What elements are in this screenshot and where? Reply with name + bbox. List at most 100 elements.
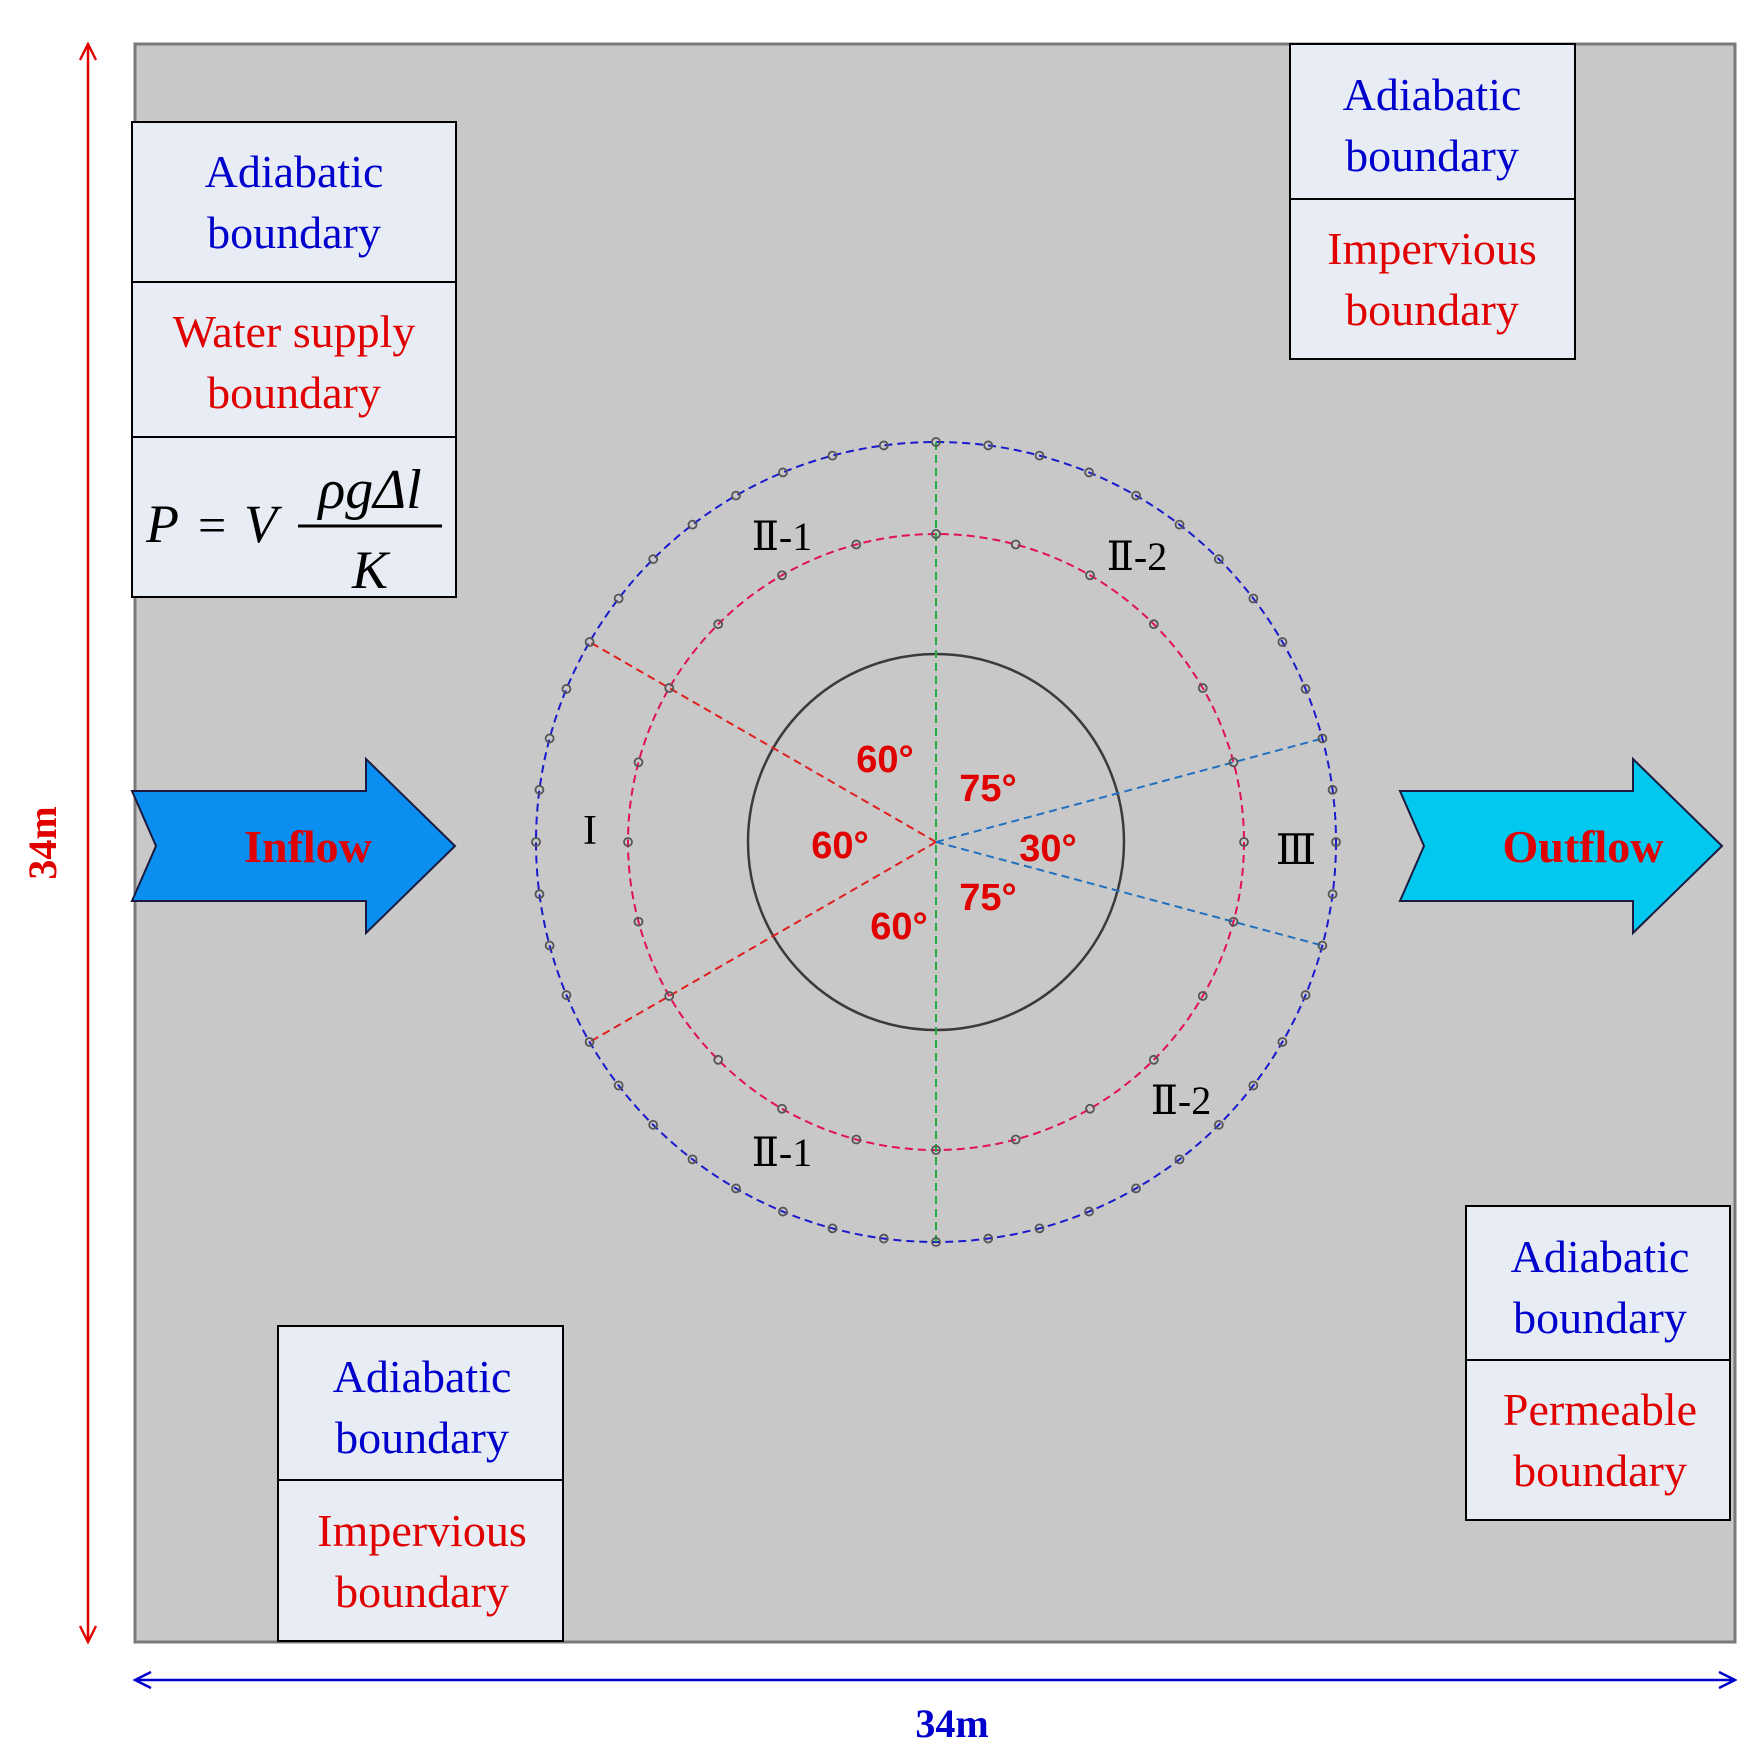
monitoring-point [1084, 1206, 1094, 1217]
adiabatic-label: Adiabatic [205, 146, 384, 197]
monitoring-point [1248, 593, 1259, 604]
angle-label-left: 60° [811, 825, 868, 867]
monitoring-point [878, 1233, 889, 1244]
formula-denominator: K [351, 540, 391, 600]
monitoring-point [713, 619, 724, 630]
monitoring-point [1277, 1037, 1288, 1047]
zone-label-III: Ⅲ [1276, 828, 1317, 874]
monitoring-point [1327, 889, 1338, 900]
monitoring-point [633, 916, 644, 927]
monitoring-point [827, 450, 838, 461]
formula-lhs: P [145, 494, 179, 554]
monitoring-point [1131, 1183, 1141, 1194]
monitoring-point [531, 837, 541, 847]
monitoring-point [713, 1054, 724, 1065]
monitoring-point [584, 1037, 595, 1047]
monitoring-point [648, 1119, 659, 1130]
outflow-arrow: Outflow [1398, 756, 1724, 936]
water-supply-label: Water supply [173, 306, 416, 357]
monitoring-point [1197, 991, 1208, 1001]
zone-III-boundary-upper [935, 737, 1323, 843]
monitoring-point [1010, 1134, 1021, 1145]
monitoring-point [1174, 1154, 1185, 1165]
impervious-label: Impervious [1327, 223, 1537, 274]
monitoring-point [983, 1233, 994, 1244]
monitoring-point [1228, 757, 1239, 768]
monitoring-point [1034, 450, 1045, 461]
adiabatic-label: boundary [1345, 130, 1519, 181]
monitoring-point [827, 1223, 838, 1234]
monitoring-point [561, 990, 572, 1000]
monitoring-point [1148, 1054, 1159, 1065]
formula-equals: = [198, 497, 226, 553]
monitoring-point [1317, 940, 1328, 951]
monitoring-point [1034, 1223, 1045, 1234]
monitoring-point [1239, 837, 1249, 847]
zone-I-boundary-upper [589, 641, 937, 843]
monitoring-point [1331, 837, 1341, 847]
monitoring-point [544, 733, 555, 744]
adiabatic-label: Adiabatic [333, 1351, 512, 1402]
monitoring-point [1010, 539, 1021, 550]
monitoring-point [544, 940, 555, 951]
impervious-label: Impervious [317, 1505, 527, 1556]
monitoring-point [1317, 733, 1328, 744]
monitoring-point [1197, 683, 1208, 693]
outflow-label: Outflow [1503, 821, 1664, 872]
angle-label-lower-right: 75° [959, 877, 1016, 919]
monitoring-point [778, 1206, 788, 1217]
monitoring-point [1248, 1080, 1259, 1091]
zone-label-II2-top: Ⅱ-2 [1107, 534, 1168, 579]
monitoring-point [648, 554, 659, 565]
monitoring-point [534, 889, 545, 900]
formula-v: V [244, 494, 283, 554]
monitoring-point [777, 1103, 787, 1114]
inflow-arrow: Inflow [130, 756, 457, 936]
monitoring-point [1131, 490, 1141, 501]
monitoring-point [1085, 570, 1095, 581]
width-dimension-label: 34m [915, 1701, 988, 1746]
zone-label-I: I [583, 808, 597, 854]
monitoring-point [1213, 1119, 1224, 1130]
monitoring-point [1174, 519, 1185, 530]
inflow-label: Inflow [244, 821, 372, 872]
adiabatic-label: boundary [1513, 1292, 1687, 1343]
monitoring-point [1228, 916, 1239, 927]
angle-label-lower-left: 60° [870, 906, 927, 948]
monitoring-point [931, 1237, 941, 1247]
monitoring-point [1085, 1103, 1095, 1114]
permeable-label: Permeable [1503, 1384, 1697, 1435]
angle-label-upper-right: 75° [959, 768, 1016, 810]
monitoring-point [613, 593, 624, 604]
monitoring-point [1300, 684, 1311, 694]
zone-label-II1-top: Ⅱ-1 [752, 514, 813, 559]
zone-III-boundary-lower [935, 841, 1323, 947]
boundary-box-top-right: Adiabatic boundary Impervious boundary [1289, 43, 1576, 360]
monitoring-point [534, 784, 545, 795]
zone-label-II1-bottom: Ⅱ-1 [752, 1130, 813, 1175]
monitoring-point [633, 757, 644, 768]
adiabatic-label: Adiabatic [1511, 1231, 1690, 1282]
monitoring-point [731, 1183, 741, 1194]
impervious-label: boundary [1345, 284, 1519, 335]
zone-I-boundary-lower [589, 841, 937, 1043]
monitoring-point [1084, 467, 1094, 478]
monitoring-point [878, 440, 889, 451]
monitoring-point [687, 519, 698, 530]
monitoring-point [777, 570, 787, 581]
monitoring-point [613, 1080, 624, 1091]
monitoring-rings [531, 437, 1341, 1247]
permeable-label: boundary [1513, 1445, 1687, 1496]
monitoring-point [584, 637, 595, 647]
monitoring-point [851, 539, 862, 550]
angle-label-right: 30° [1019, 828, 1076, 870]
monitoring-point [1300, 990, 1311, 1000]
monitoring-point [561, 684, 572, 694]
monitoring-point [851, 1134, 862, 1145]
monitoring-point [623, 837, 633, 847]
monitoring-point [1277, 637, 1288, 647]
boundary-box-bottom-left: Adiabatic boundary Impervious boundary [277, 1325, 564, 1642]
zone-label-II2-bottom: Ⅱ-2 [1151, 1078, 1212, 1123]
monitoring-point [1327, 784, 1338, 795]
